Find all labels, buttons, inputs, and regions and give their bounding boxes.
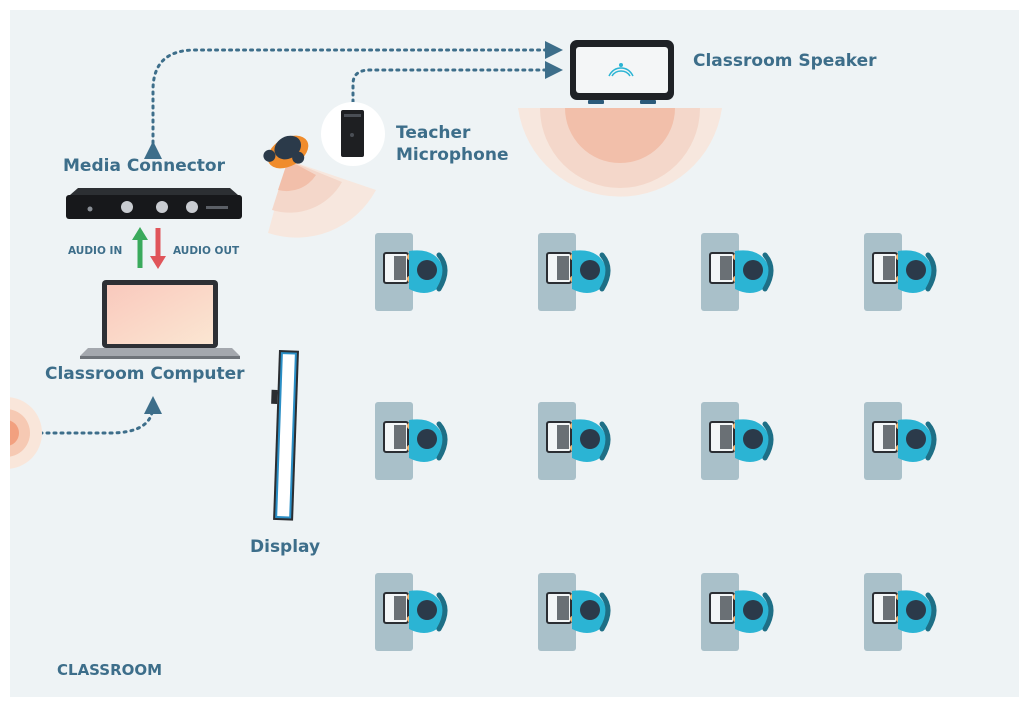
- link-connector-to-speaker: [144, 41, 563, 159]
- label-classroom-speaker: Classroom Speaker: [693, 51, 877, 71]
- classroom-speaker-icon: [570, 40, 674, 104]
- label-teacher-microphone: Teacher Microphone: [396, 123, 509, 165]
- student-desk-icon: [375, 573, 445, 651]
- classroom-diagram: [10, 40, 1019, 697]
- link-remote-to-computer: [10, 396, 162, 435]
- student-desk-icon: [701, 573, 771, 651]
- laptop-icon: [80, 280, 240, 359]
- label-audio-in: AUDIO IN: [68, 245, 123, 257]
- link-microphone-to-speaker: [351, 61, 563, 104]
- student-desk-icon: [375, 233, 445, 311]
- media-connector-icon: [66, 188, 242, 219]
- label-classroom-computer: Classroom Computer: [45, 364, 245, 384]
- audio-out-arrow: [150, 228, 166, 269]
- student-desk-icon: [701, 233, 771, 311]
- teacher-icon: [263, 135, 309, 169]
- label-audio-out: AUDIO OUT: [173, 245, 240, 257]
- student-desk-icon: [538, 233, 608, 311]
- student-desk-icon: [538, 573, 608, 651]
- student-desk-icon: [701, 402, 771, 480]
- teacher-sound-wave: [268, 160, 376, 238]
- student-desk-icon: [375, 402, 445, 480]
- student-desk-icon: [864, 573, 934, 651]
- label-display: Display: [250, 537, 321, 557]
- speaker-sound-wave: [518, 108, 722, 197]
- classroom-area: Classroom Speaker Media Connector Teache…: [10, 10, 1019, 697]
- label-media-connector: Media Connector: [63, 156, 225, 176]
- student-desk-icon: [538, 402, 608, 480]
- student-desk-icon: [864, 402, 934, 480]
- student-desk-icon: [864, 233, 934, 311]
- display-panel-icon: [271, 350, 299, 521]
- audio-in-arrow: [132, 227, 148, 268]
- student-grid: [375, 233, 934, 651]
- remote-sound-wave: [10, 397, 42, 469]
- label-classroom: CLASSROOM: [57, 661, 163, 679]
- teacher-microphone-icon: [321, 102, 385, 166]
